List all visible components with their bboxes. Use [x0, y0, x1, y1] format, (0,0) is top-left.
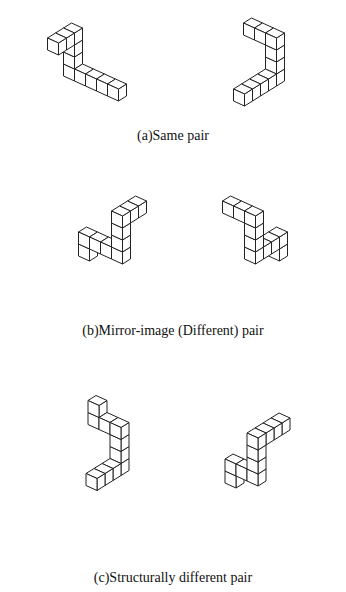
cube-face	[255, 28, 266, 45]
cube-face	[48, 38, 59, 55]
caption-text: (a)Same pair	[137, 128, 209, 143]
cube-figure	[223, 196, 288, 264]
cube-face	[88, 401, 99, 418]
cube-face	[244, 23, 255, 40]
cube-figure	[234, 18, 285, 106]
cube-face	[225, 459, 236, 476]
cube-face	[75, 69, 86, 86]
cube-face	[247, 433, 258, 450]
cube-face	[112, 211, 123, 228]
caption-label: (b)Mirror-image (Different) pair	[0, 323, 346, 339]
cube-face	[266, 33, 277, 50]
cube-face	[108, 84, 119, 101]
cube-face	[86, 474, 97, 491]
cube-face	[110, 423, 121, 440]
cube-face	[90, 237, 101, 254]
cube-figure	[86, 396, 129, 491]
cube-face	[245, 211, 256, 228]
cube-face	[223, 201, 234, 218]
caption-label: (c)Structurally different pair	[0, 570, 346, 586]
cube-face	[234, 206, 245, 223]
cube-face	[79, 232, 90, 249]
caption-text: (b)Mirror-image (Different) pair	[82, 323, 263, 338]
cube-face	[99, 418, 110, 435]
cube-face	[101, 242, 112, 259]
caption-label: (a)Same pair	[0, 128, 346, 144]
cube-figure	[48, 23, 127, 101]
cube-face	[236, 464, 247, 481]
cube-face	[97, 79, 108, 96]
caption-text: (c)Structurally different pair	[94, 570, 252, 585]
cube-figure	[79, 196, 147, 264]
cube-figure	[225, 413, 290, 488]
cube-face	[86, 74, 97, 91]
cube-face	[234, 89, 245, 106]
